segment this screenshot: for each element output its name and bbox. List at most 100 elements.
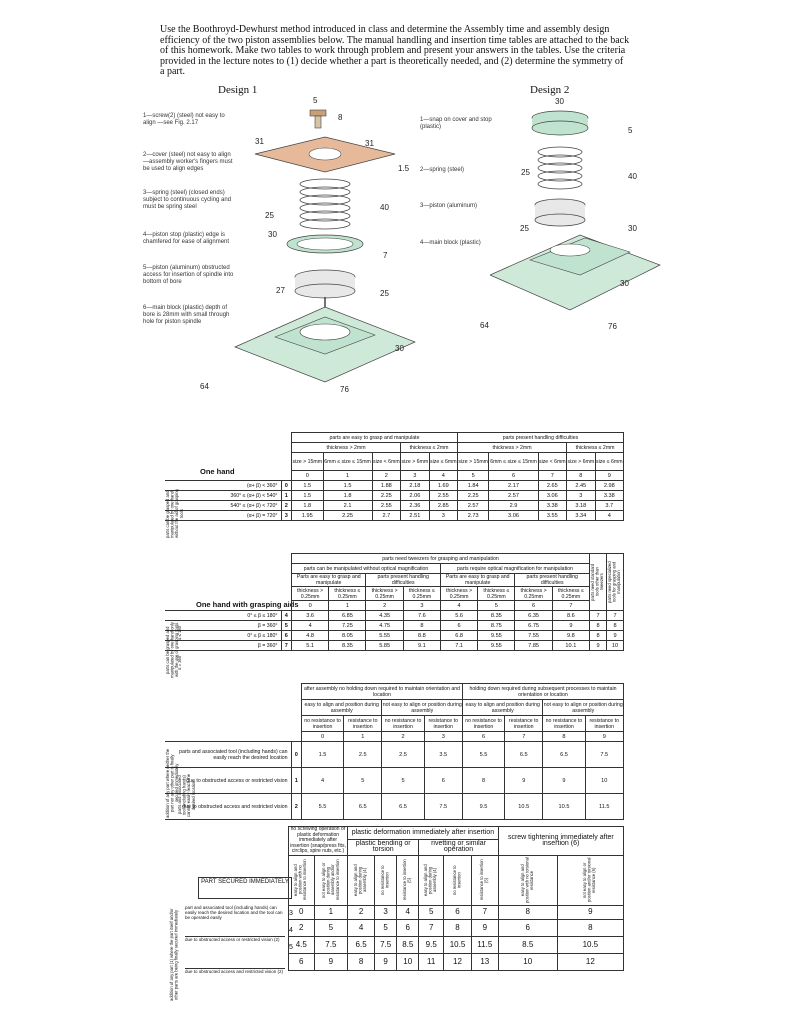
table1: parts are easy to grasp and manipulate p… xyxy=(165,432,625,521)
table-cell: 8 xyxy=(556,918,625,937)
row-number: 2 xyxy=(290,793,302,820)
row-number: 3 xyxy=(280,510,292,521)
table-cell: 5 xyxy=(343,767,383,794)
dim-d1-25: 25 xyxy=(265,211,274,220)
table-cell: 10 xyxy=(584,767,625,794)
t2-col9-header: parts need specialized tools for graspin… xyxy=(607,561,622,603)
dim-d1-31b: 31 xyxy=(365,139,374,148)
t2-alpha-a: α ≤ 180° xyxy=(177,624,182,640)
table-cell: 7.5 xyxy=(423,793,463,820)
t2-top-header: parts need tweezers for grasping and man… xyxy=(291,553,590,564)
t2-side-label: parts can be grasped and manipulated by … xyxy=(165,622,180,678)
table-cell: 1.5 xyxy=(291,480,324,491)
t4-colnum-1: 1 xyxy=(313,904,349,920)
t1-thick-le-b: thickness ≤ 2mm xyxy=(566,442,624,453)
table-cell: 5.5 xyxy=(461,741,506,768)
t2-colnum-7: 7 xyxy=(551,600,591,611)
table-cell: 5 xyxy=(374,918,398,937)
t2-group-b: parts require optical magnification for … xyxy=(439,563,591,574)
callout-cover: 2—cover (steel) not easy to align —assem… xyxy=(143,152,233,172)
table1-title: One hand xyxy=(200,467,235,476)
table-cell: 8 xyxy=(347,952,376,971)
dim-d1-76: 76 xyxy=(340,385,349,394)
t3-side-label: addition of any part where neither the p… xyxy=(165,748,180,818)
dim-d2-30b: 30 xyxy=(628,224,637,233)
t4-rot-1: not easy to align or position during ass… xyxy=(320,859,340,901)
table-cell: 3.6 xyxy=(290,610,330,621)
design1-drawing xyxy=(234,109,416,383)
t1-size-0: size > 15mm xyxy=(291,452,324,471)
table-cell: 8.5 xyxy=(497,935,558,954)
table-cell: 5 xyxy=(313,918,349,937)
row-number: 5 xyxy=(280,620,292,631)
table-cell: 6 xyxy=(439,620,479,631)
t4-colnum-6: 6 xyxy=(443,904,472,920)
t3-colnum-0: 0 xyxy=(300,731,345,742)
table-cell: 6.5 xyxy=(381,793,425,820)
table-cell: 2.55 xyxy=(428,490,458,501)
callout-piston: 5—piston (aluminum) obstructed access fo… xyxy=(143,265,234,285)
dim-d1-7: 7 xyxy=(383,251,388,260)
table-cell: 8.8 xyxy=(402,630,441,641)
t1-size-6: 6mm ≤ size ≤ 15mm xyxy=(488,452,539,471)
t4-screw-header: screw tightening immediately after inser… xyxy=(497,826,625,856)
table-row: due to obstructed access and restricted … xyxy=(165,793,625,820)
dim-d1-30: 30 xyxy=(268,230,277,239)
table-cell: 12 xyxy=(556,952,625,971)
t2-alpha-b: α = 360° xyxy=(177,654,182,670)
t1-group-easy: parts are easy to grasp and manipulate xyxy=(291,432,458,443)
table-cell: 7 xyxy=(589,610,607,621)
t2-thick-7: thickness ≤ 0.25mm xyxy=(551,586,591,601)
row-label: (α+ β) < 360° xyxy=(165,480,282,491)
table-cell: 7.5 xyxy=(584,741,625,768)
table-cell: 2.57 xyxy=(488,490,539,501)
callout2-block: 4—main block (plastic) xyxy=(420,240,481,246)
t1-colnum-5: 5 xyxy=(456,470,490,481)
table-cell: 4 xyxy=(347,918,376,937)
t2-thick-3: thickness ≤ 0.25mm xyxy=(402,586,441,601)
table-cell: 6.85 xyxy=(328,610,367,621)
callout-spring: 3—spring (steel) (closed ends) subject t… xyxy=(143,190,232,210)
design2-title: Design 2 xyxy=(530,84,570,96)
table-cell: 2.45 xyxy=(566,480,596,491)
table-cell: 2.98 xyxy=(594,480,625,491)
table-cell: 8 xyxy=(606,620,624,631)
table-cell: 2.85 xyxy=(428,500,458,511)
table-cell: 9 xyxy=(542,767,586,794)
callout-piston-stop: 4—piston stop (plastic) edge is chamfere… xyxy=(143,232,230,245)
table-cell: 2.73 xyxy=(456,510,490,521)
t2-colnum-6: 6 xyxy=(514,600,553,611)
table-cell: 2.36 xyxy=(400,500,430,511)
t2-sub-3: parts present handling difficulties xyxy=(514,573,590,587)
table-cell: 8 xyxy=(589,620,607,631)
t3-inner-label: parts and associated tool (including han… xyxy=(177,773,196,817)
table-cell: 4.75 xyxy=(365,620,404,631)
t1-colnum-4: 4 xyxy=(428,470,458,481)
table-cell: 9.1 xyxy=(402,640,441,651)
t4-rot-2: easy to align and position during assemb… xyxy=(353,864,368,896)
table-cell: 9 xyxy=(470,918,499,937)
table-cell: 8 xyxy=(461,767,506,794)
t2-group-a: parts can be manipulated without optical… xyxy=(291,563,441,574)
table-cell: 10.5 xyxy=(443,935,472,954)
table-cell: 1.69 xyxy=(428,480,458,491)
table-cell: 9.5 xyxy=(418,935,445,954)
table-cell: 2.51 xyxy=(400,510,430,521)
table-cell: 3 xyxy=(428,510,458,521)
t1-size-1: 6mm ≤ size ≤ 15mm xyxy=(322,452,373,471)
row-number: 3 xyxy=(289,910,293,917)
table-cell: 3.06 xyxy=(537,490,568,501)
table-cell: 9 xyxy=(589,640,607,651)
t1-colnum-1: 1 xyxy=(322,470,373,481)
table-cell: 8.5 xyxy=(396,935,420,954)
row-number: 4 xyxy=(289,927,293,934)
t4-row-label-2: due to obstructed access and restricted … xyxy=(185,969,284,974)
table-cell: 3.06 xyxy=(488,510,539,521)
t3-group-b: holding down required during subsequent … xyxy=(461,683,625,700)
table-row: parts and associated tool (including han… xyxy=(165,741,625,768)
table-cell: 5 xyxy=(381,767,425,794)
dim-d1-31a: 31 xyxy=(255,137,264,146)
